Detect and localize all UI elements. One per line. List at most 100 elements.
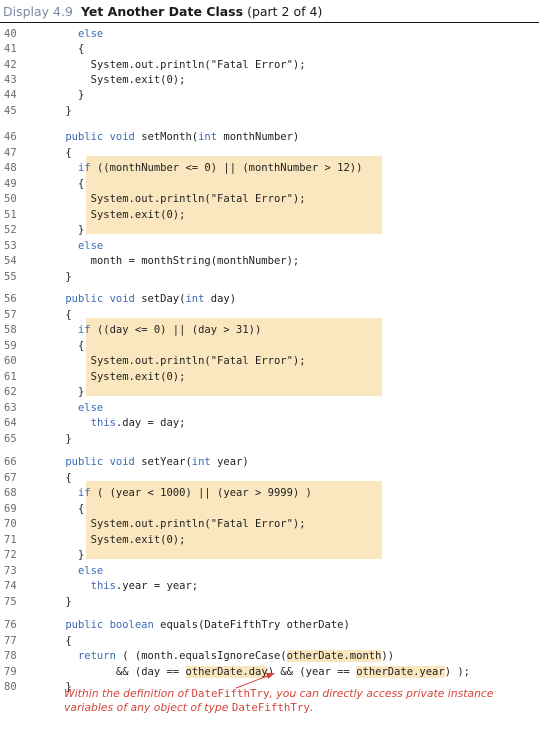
code-line: 57{ (0, 308, 539, 322)
keyword: else (77, 402, 104, 414)
keyword: public (65, 131, 104, 143)
code-line: 75} (0, 595, 539, 609)
code-text: System.exit(0); (90, 209, 186, 221)
code-text: System.out.println("Fatal Error"); (90, 193, 306, 205)
keyword: int (191, 456, 211, 468)
line-number: 42 (4, 59, 17, 71)
code-text: } (65, 105, 72, 117)
line-number: 58 (4, 324, 17, 336)
code-line: 80} (0, 680, 539, 694)
code-line: 59 { (0, 339, 539, 353)
code-text: this.day = day; (90, 417, 186, 429)
code-segment: )) (381, 650, 395, 662)
line-number: 51 (4, 209, 17, 221)
code-line: 66 public void setYear(int year) (0, 455, 539, 469)
code-text: { (77, 503, 85, 515)
line-number: 76 (4, 619, 17, 631)
keyword: void (109, 131, 135, 143)
code-line: 79 && (day == otherDate.day) && (year == … (0, 665, 539, 679)
keyword: if (77, 487, 91, 499)
line-number: 66 (4, 456, 17, 468)
highlighted-code: otherDate.month (286, 650, 382, 662)
code-line: 77 { (0, 634, 539, 648)
keyword: this (90, 417, 116, 429)
line-number: 69 (4, 503, 17, 515)
line-number: 40 (4, 28, 17, 40)
code-line: 65} (0, 432, 539, 446)
code-text: { (65, 472, 72, 484)
code-text: return ( (month.equalsIgnoreCase(otherDa… (78, 649, 394, 663)
keyword: int (198, 131, 218, 143)
code-line: 68 if ( (year < 1000) || (year > 9999) ) (0, 486, 539, 500)
code-text: } (65, 681, 72, 693)
code-text: public void setDay(int day) (65, 293, 237, 305)
line-number: 61 (4, 371, 17, 383)
code-text: System.exit(0); (90, 371, 186, 383)
code-text: } (65, 271, 72, 283)
code-text: public void setMonth(int monthNumber) (65, 131, 300, 143)
code-text: } (77, 549, 85, 561)
code-line: 52} (0, 223, 539, 237)
keyword: else (77, 240, 104, 252)
code-text: if ((day <= 0) || (day > 31)) (77, 324, 262, 336)
code-text: public boolean equals(DateFifthTry other… (65, 619, 350, 631)
line-number: 67 (4, 472, 17, 484)
code-text: System.exit(0); (90, 534, 186, 546)
code-text: if ( (year < 1000) || (year > 9999) ) (77, 487, 312, 499)
line-number: 46 (4, 131, 17, 143)
line-number: 78 (4, 650, 17, 662)
code-text: month = monthString(monthNumber); (90, 255, 300, 267)
code-line: 58 if ((day <= 0) || (day > 31)) (0, 323, 539, 337)
code-line: 74 this.year = year; (0, 579, 539, 593)
line-number: 80 (4, 681, 17, 693)
code-line: 61 System.exit(0); (0, 370, 539, 384)
code-text: System.out.println("Fatal Error"); (90, 59, 306, 71)
code-text: this.year = year; (90, 580, 199, 592)
code-text: && (day == otherDate.day) && (year == ot… (116, 665, 470, 679)
code-line: 46 public void setMonth(int monthNumber) (0, 130, 539, 144)
line-number: 44 (4, 89, 17, 101)
line-number: 52 (4, 224, 17, 236)
code-line: 42 System.out.println("Fatal Error"); (0, 58, 539, 72)
code-line: 62} (0, 385, 539, 399)
code-line: 55} (0, 270, 539, 284)
code-text: } (77, 224, 85, 236)
highlight-block-setday (86, 318, 382, 396)
keyword: else (77, 28, 104, 40)
code-line: 78 return ( (month.equalsIgnoreCase(other… (0, 649, 539, 663)
code-line: 72} (0, 548, 539, 562)
code-line: 63 else (0, 401, 539, 415)
code-text: { (77, 340, 85, 352)
highlighted-code: otherDate.day (185, 666, 268, 678)
code-text: } (77, 89, 85, 101)
line-number: 79 (4, 666, 17, 678)
line-number: 73 (4, 565, 17, 577)
line-number: 47 (4, 147, 17, 159)
code-text: public void setYear(int year) (65, 456, 249, 468)
code-line: 44} (0, 88, 539, 102)
line-number: 74 (4, 580, 17, 592)
code-line: 76 public boolean equals(DateFifthTry oth… (0, 618, 539, 632)
line-number: 59 (4, 340, 17, 352)
line-number: 68 (4, 487, 17, 499)
code-text: { (65, 147, 72, 159)
line-number: 70 (4, 518, 17, 530)
code-text: { (65, 635, 72, 647)
line-number: 53 (4, 240, 17, 252)
code-line: 67 { (0, 471, 539, 485)
keyword: void (109, 456, 135, 468)
note-suffix: . (309, 701, 314, 714)
keyword: return (77, 650, 116, 662)
code-text: { (65, 309, 72, 321)
display-part: (part 2 of 4) (247, 4, 323, 19)
line-number: 77 (4, 635, 17, 647)
display-label: Display 4.9 (3, 4, 73, 19)
line-number: 63 (4, 402, 17, 414)
line-number: 65 (4, 433, 17, 445)
